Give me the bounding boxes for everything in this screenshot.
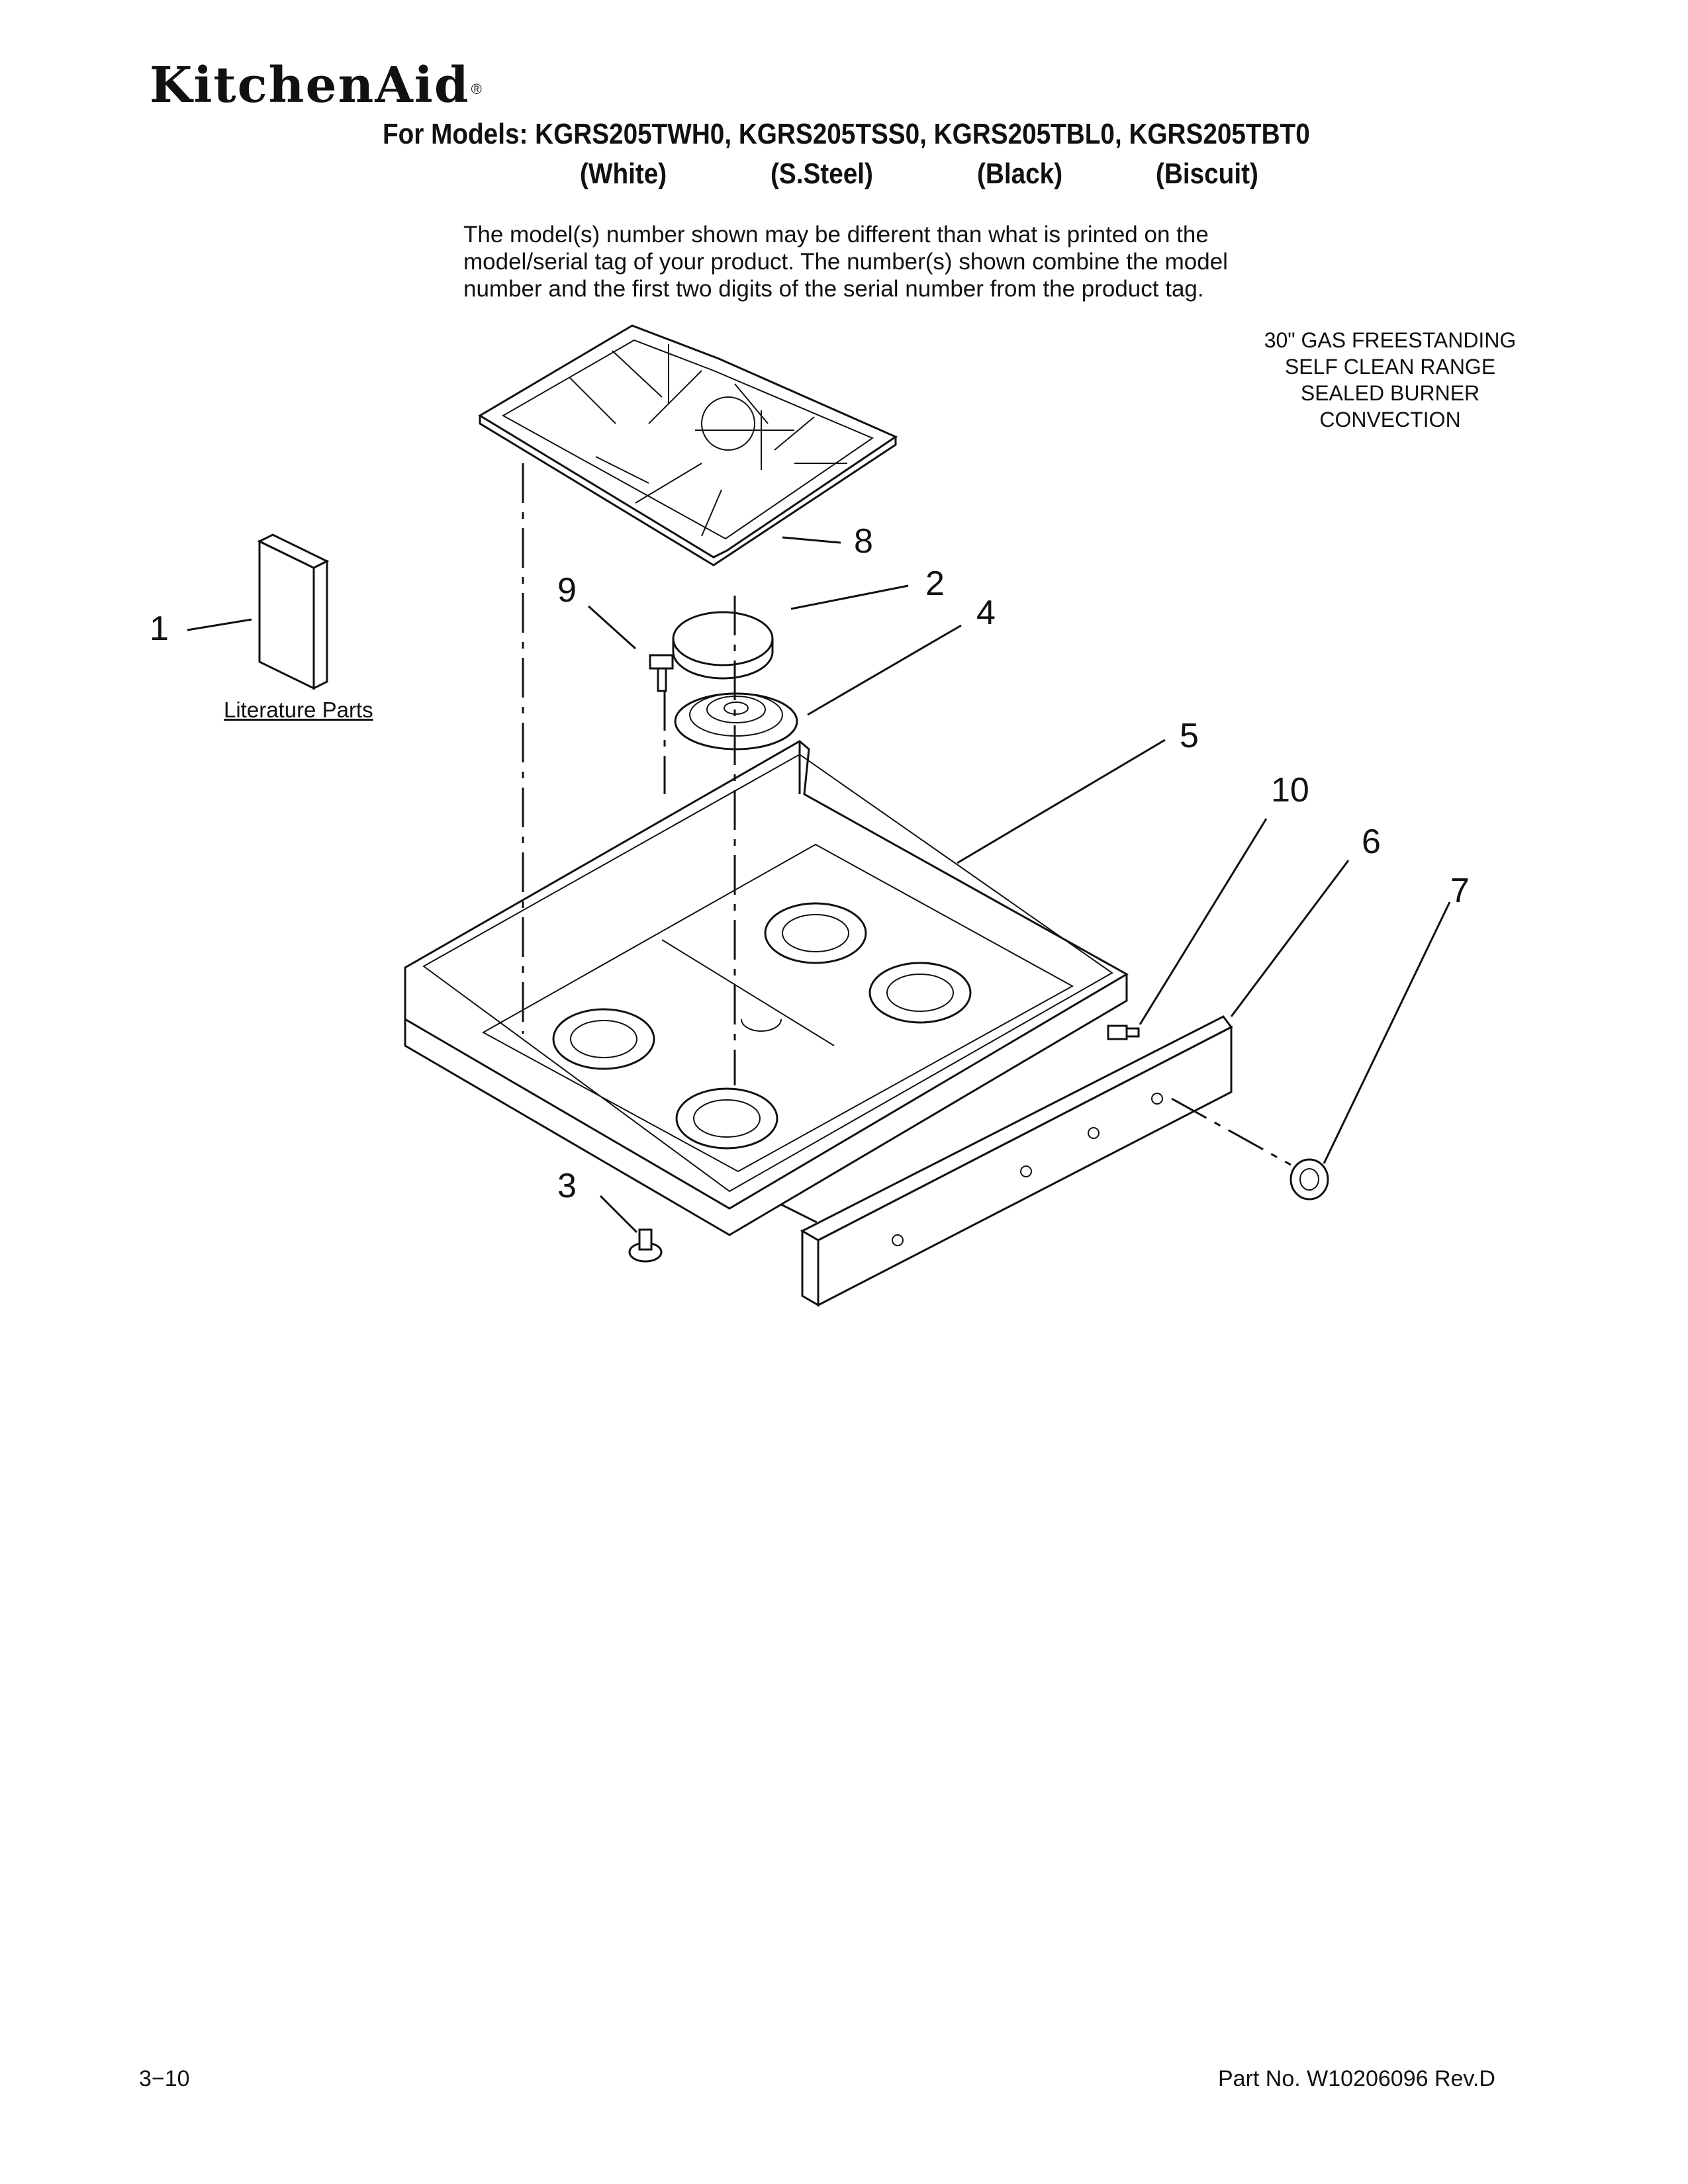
models-line: For Models: KGRS205TWH0, KGRS205TSS0, KG… — [383, 118, 1310, 150]
callout-9: 9 — [557, 571, 577, 610]
product-line-4: CONVECTION — [1319, 408, 1461, 432]
note-line-3: number and the first two digits of the s… — [463, 276, 1204, 302]
valve-stem — [1107, 1024, 1140, 1040]
variant-steel: (S.Steel) — [771, 158, 873, 190]
callout-8: 8 — [854, 522, 873, 561]
screw — [649, 654, 674, 692]
variant-white: (White) — [580, 158, 667, 190]
callout-2: 2 — [925, 565, 945, 603]
callout-1: 1 — [150, 610, 169, 648]
brand-logo: KitchenAid® — [150, 61, 483, 110]
product-line-3: SEALED BURNER — [1300, 381, 1480, 405]
callout-3: 3 — [557, 1167, 577, 1205]
part-number: Part No. W10206096 Rev.D — [1218, 2066, 1495, 2091]
callout-6: 6 — [1362, 823, 1381, 861]
product-line-1: 30" GAS FREESTANDING — [1264, 328, 1517, 352]
burner-base — [674, 692, 798, 751]
note-line-1: The model(s) number shown may be differe… — [463, 222, 1209, 248]
callout-7: 7 — [1450, 872, 1470, 910]
leader-lines — [187, 536, 1451, 1234]
control-panel — [800, 1015, 1233, 1307]
brand-name: KitchenAid — [150, 57, 470, 114]
control-knob — [1289, 1158, 1329, 1201]
callout-4: 4 — [976, 594, 996, 632]
literature-parts-label: Literature Parts — [224, 698, 373, 722]
burner-cap — [672, 611, 774, 680]
product-line-2: SELF CLEAN RANGE — [1284, 355, 1496, 379]
note-line-2: model/serial tag of your product. The nu… — [463, 249, 1228, 275]
variant-black: (Black) — [977, 158, 1063, 190]
variant-biscuit: (Biscuit) — [1156, 158, 1258, 190]
callout-5: 5 — [1180, 717, 1199, 755]
literature-booklet — [257, 533, 330, 690]
cooktop-foot — [628, 1228, 663, 1263]
callout-10: 10 — [1271, 771, 1309, 809]
cooktop — [404, 740, 1129, 1236]
registered-mark: ® — [471, 80, 483, 97]
page-number: 3−10 — [139, 2066, 190, 2091]
product-description: 30" GAS FREESTANDING SELF CLEAN RANGE SE… — [1192, 327, 1589, 433]
burner-grate — [478, 324, 898, 567]
model-number-note: The model(s) number shown may be differe… — [463, 221, 1390, 302]
